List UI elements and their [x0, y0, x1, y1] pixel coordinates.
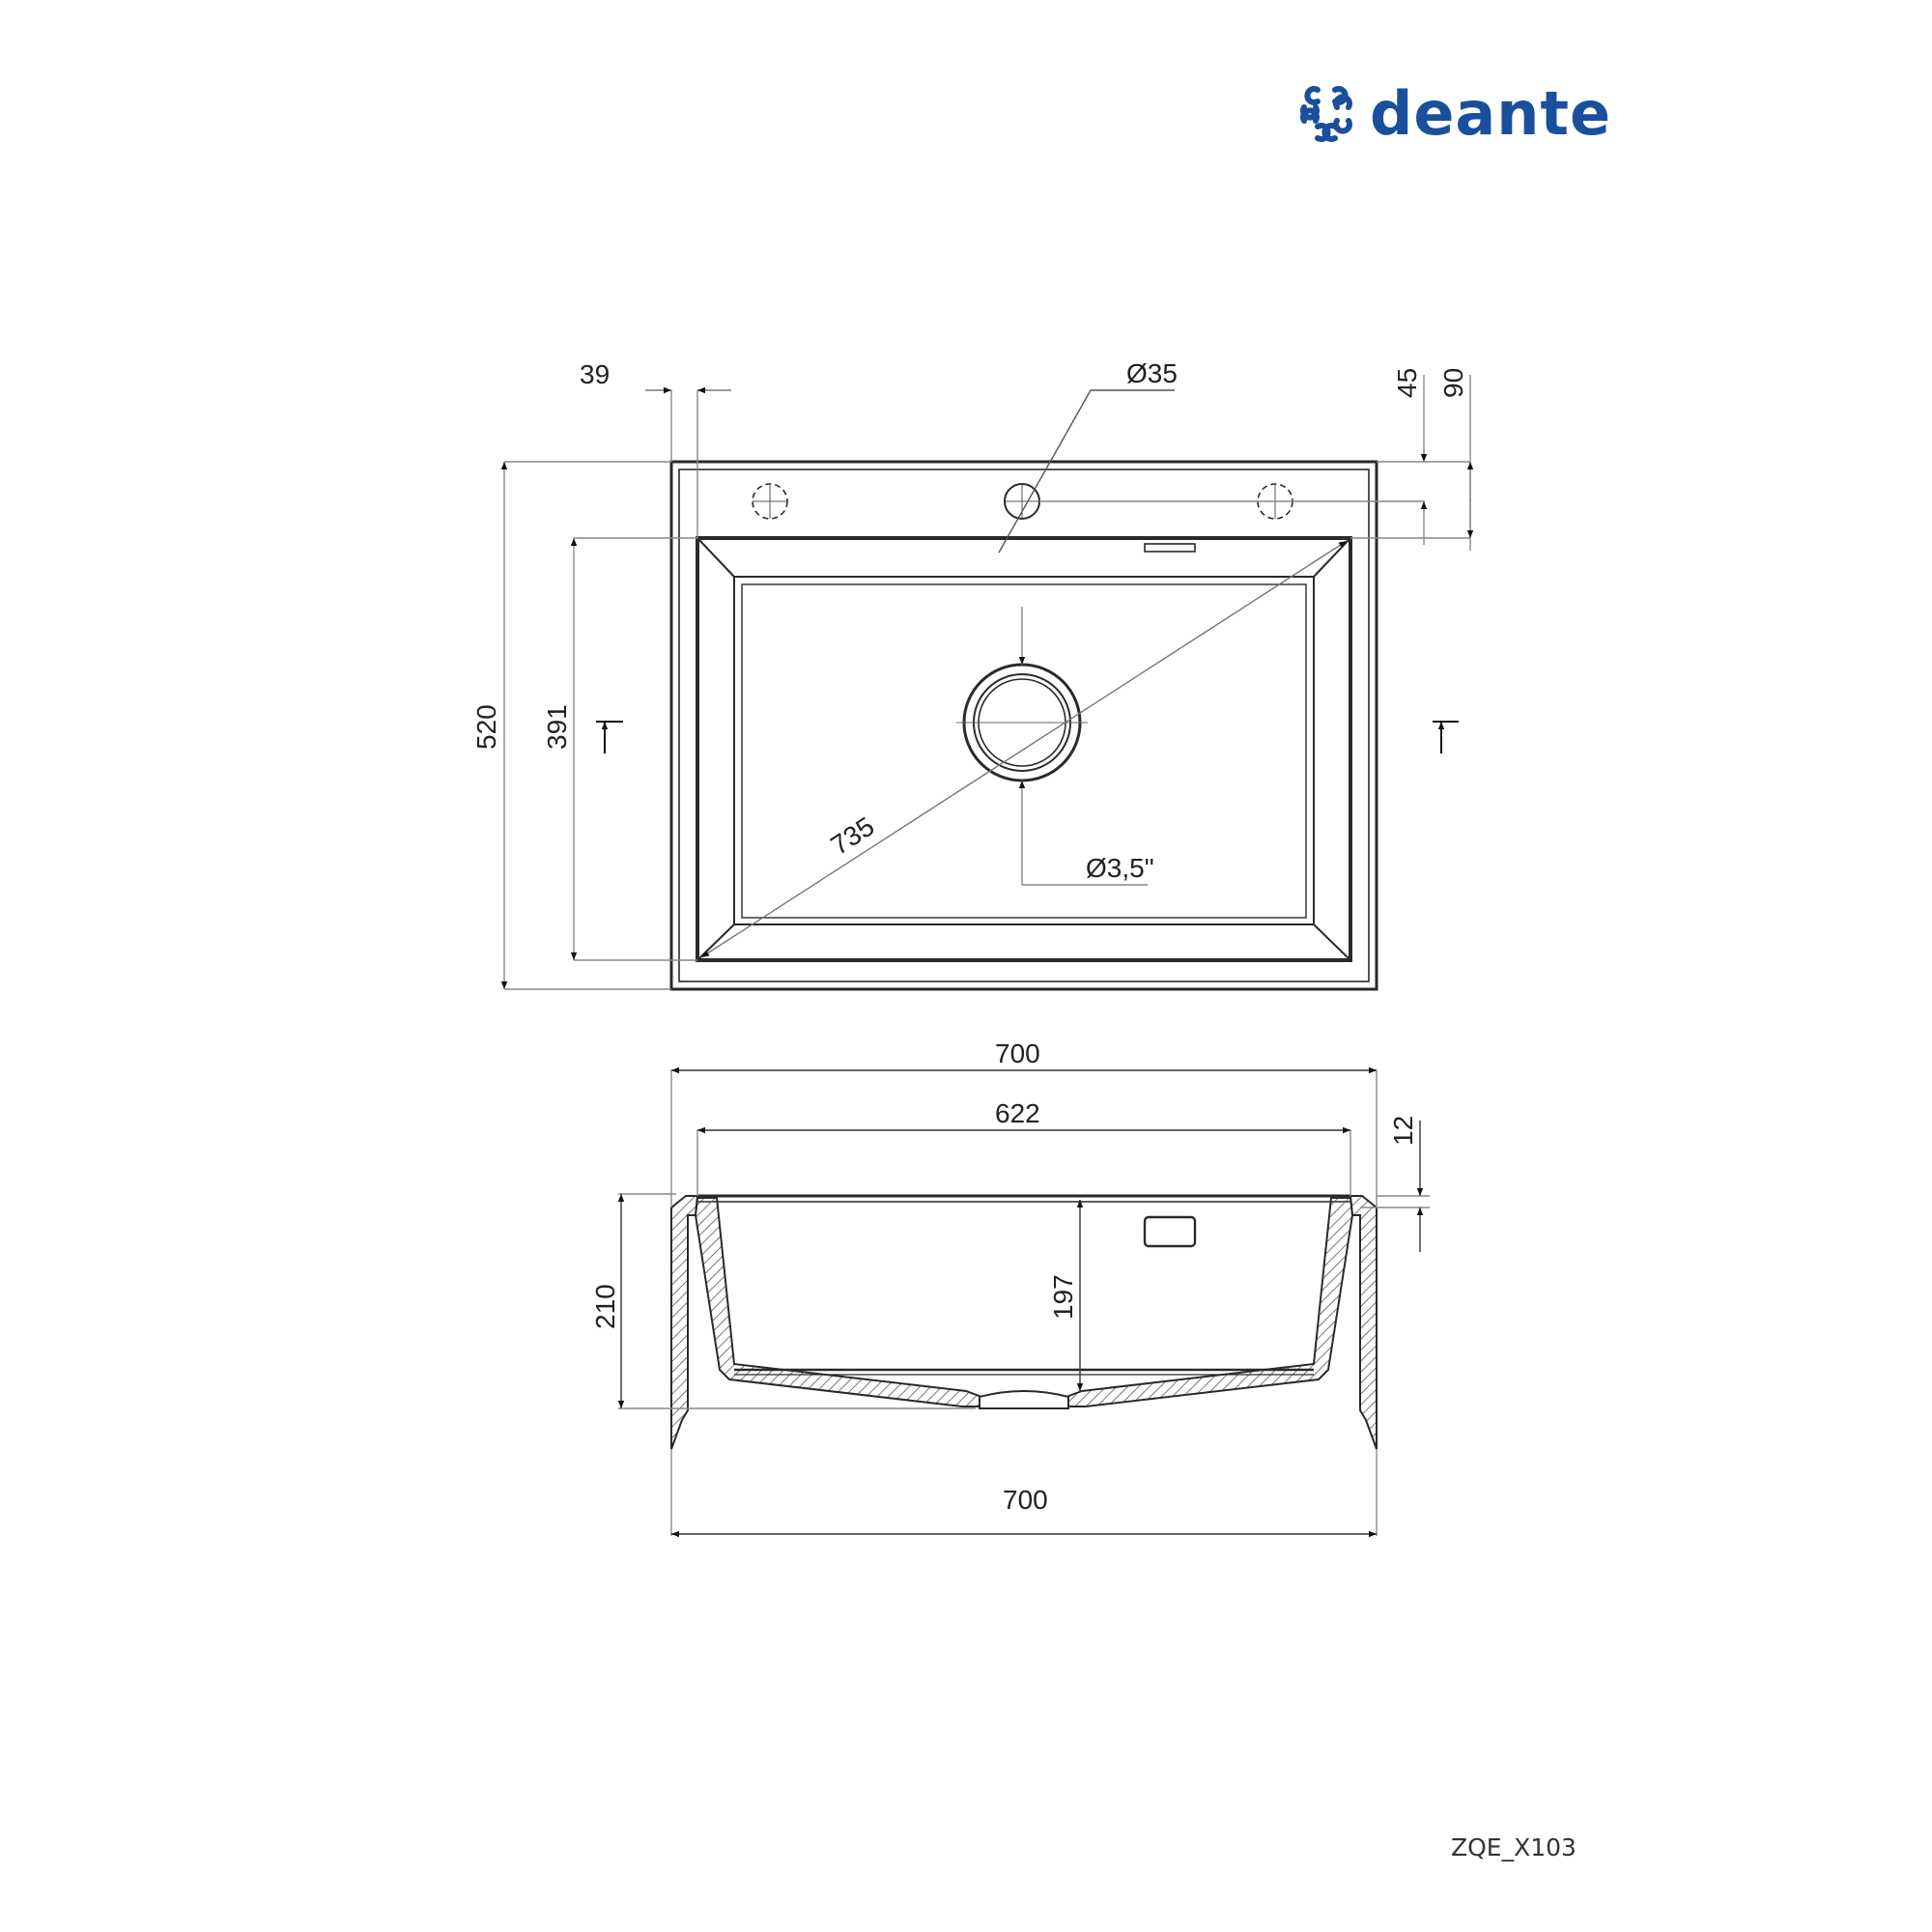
- dim-overall-width-bottom: 700: [1003, 1485, 1048, 1515]
- dim-bowl-width: 622: [995, 1098, 1040, 1128]
- sink-outer-rim: [669, 460, 1378, 991]
- dim-rim-offset: 39: [580, 359, 610, 389]
- bowl-edge: [696, 536, 1352, 962]
- dim-tap-hole-offset: 45: [1392, 368, 1422, 398]
- dim-bowl-depth: 391: [542, 704, 572, 750]
- overflow-slot: [1144, 543, 1196, 553]
- overflow-section: [1143, 1215, 1197, 1248]
- drawing-code: ZQE_X103: [1451, 1833, 1577, 1861]
- section-view: [670, 1194, 1378, 1450]
- brand-logo: deante: [1296, 75, 1611, 153]
- dim-rim-thickness: 12: [1388, 1116, 1418, 1146]
- dim-drain-diameter: Ø3,5": [1086, 853, 1154, 883]
- dim-diagonal: 735: [825, 811, 879, 861]
- dim-bowl-offset-top: 90: [1438, 368, 1468, 398]
- dim-overall-depth: 520: [471, 704, 501, 750]
- brand-name: deante: [1370, 78, 1612, 149]
- bowl-bottom: [733, 576, 1315, 925]
- dim-overall-width-top: 700: [995, 1038, 1040, 1068]
- section-dimension-lines: [617, 1066, 1430, 1538]
- dim-bowl-height: 197: [1048, 1274, 1078, 1320]
- top-view: [500, 375, 1474, 991]
- drain: [956, 663, 1088, 782]
- dim-tap-hole-diameter: Ø35: [1126, 358, 1178, 388]
- drain-section: [979, 1390, 1069, 1409]
- dim-overall-height: 210: [590, 1284, 620, 1329]
- section-markers: [596, 721, 1459, 753]
- deante-swirl-logo-icon: [1300, 86, 1352, 142]
